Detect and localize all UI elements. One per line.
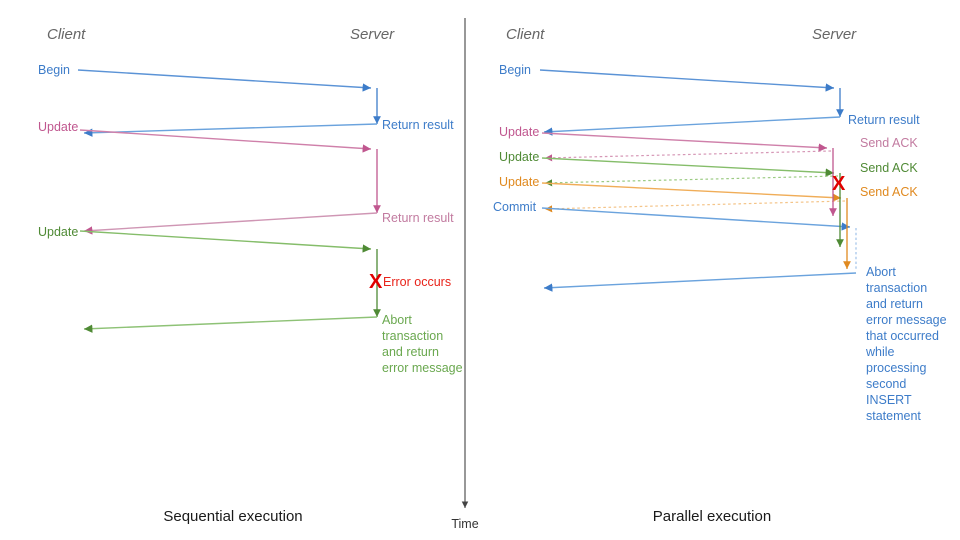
parallel-arrow-ack-pink (544, 150, 832, 162)
parallel-arrow-update-orange (541, 182, 842, 202)
sequential-arrow-abort (83, 316, 378, 333)
parallel-arrow-ack-orange (544, 200, 846, 213)
parallel-arrow-commit (541, 207, 851, 231)
sequential-abort-line-1: Abort (382, 313, 412, 327)
time-axis-label: Time (451, 517, 478, 531)
panel-sequential: Client Server Begin Return result Update… (38, 26, 463, 525)
sequential-caption: Sequential execution (163, 508, 302, 525)
parallel-abort-line-8: second (866, 377, 906, 391)
sequential-label-begin: Begin (38, 63, 70, 77)
sequential-label-return-result-pink: Return result (382, 211, 454, 225)
sequential-arrow-return-result-blue (83, 123, 378, 137)
sequential-client-lane-label: Client (47, 26, 86, 43)
parallel-arrow-update-pink (541, 132, 828, 152)
parallel-arrow-return-result (543, 116, 841, 136)
sequential-arrow-return-result-pink (83, 212, 378, 235)
parallel-label-update-pink: Update (499, 125, 539, 139)
parallel-label-ack-pink: Send ACK (860, 136, 918, 150)
parallel-label-abort-block: Abort transaction and return error messa… (865, 265, 947, 423)
parallel-abort-line-3: and return (866, 297, 923, 311)
sequential-error-marker: X Error occurs (369, 271, 451, 293)
sequential-label-return-result-blue: Return result (382, 118, 454, 132)
sequential-label-update-pink: Update (38, 120, 78, 134)
parallel-label-commit: Commit (493, 200, 537, 214)
sequential-arrow-update-green (79, 230, 372, 253)
parallel-arrow-begin (539, 69, 835, 92)
panel-parallel: Client Server Begin Return result Update… (493, 26, 947, 525)
sequential-abort-line-4: error message (382, 361, 463, 375)
parallel-caption: Parallel execution (653, 508, 771, 525)
parallel-label-begin: Begin (499, 63, 531, 77)
parallel-error-x-icon: X (832, 173, 846, 195)
parallel-server-lane-label: Server (812, 26, 857, 43)
parallel-label-update-orange: Update (499, 175, 539, 189)
parallel-label-update-green: Update (499, 150, 539, 164)
parallel-abort-line-4: error message (866, 313, 947, 327)
parallel-label-return-result: Return result (848, 113, 920, 127)
parallel-arrow-ack-green (544, 175, 839, 187)
sequential-server-lane-label: Server (350, 26, 395, 43)
sequential-label-error-occurs: Error occurs (383, 275, 451, 289)
parallel-label-ack-orange: Send ACK (860, 185, 918, 199)
error-x-icon: X (369, 271, 383, 293)
parallel-arrow-abort (543, 272, 857, 292)
parallel-client-lane-label: Client (506, 26, 545, 43)
sequential-abort-line-2: transaction (382, 329, 443, 343)
parallel-abort-line-10: statement (866, 409, 921, 423)
sequential-arrow-update-pink (79, 129, 372, 153)
parallel-abort-line-5: that occurred (866, 329, 939, 343)
sequential-arrow-begin (77, 69, 372, 92)
parallel-abort-line-7: processing (866, 361, 926, 375)
parallel-abort-line-1: Abort (866, 265, 896, 279)
parallel-label-ack-green: Send ACK (860, 161, 918, 175)
parallel-abort-line-6: while (865, 345, 895, 359)
parallel-arrow-update-green (541, 157, 835, 177)
parallel-abort-line-9: INSERT (866, 393, 912, 407)
sequential-label-update-green: Update (38, 225, 78, 239)
sequential-abort-line-3: and return (382, 345, 439, 359)
parallel-abort-line-2: transaction (866, 281, 927, 295)
sequential-label-abort-block: Abort transaction and return error messa… (382, 313, 463, 375)
